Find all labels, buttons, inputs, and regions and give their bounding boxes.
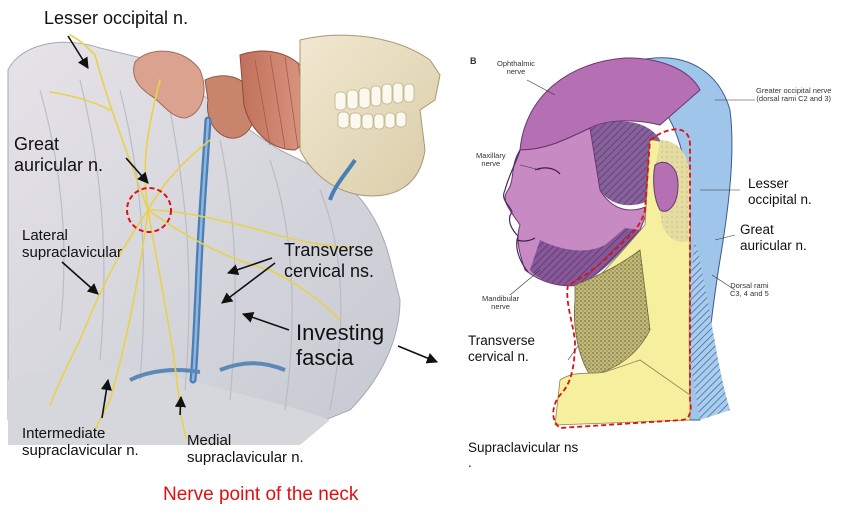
label-right-great-line1: Great (740, 222, 774, 237)
label-great-auricular-line2: auricular n. (14, 154, 104, 175)
label-intermediate-supraclavicular: Intermediate supraclavicular n. (22, 425, 139, 460)
label-maxillary-nerve: Maxillary nerve (476, 151, 506, 169)
label-lesser-occipital: Lesser occipital n. (44, 8, 189, 28)
label-medial-line1: Medial (187, 432, 232, 449)
label-greater-occipital-line1: Greater occipital nerve (756, 86, 832, 95)
panel-letter: B (470, 56, 477, 66)
label-transverse-cervical-ns: Transverse cervical ns. (284, 240, 374, 281)
label-mandibular-line1: Mandibular (482, 294, 520, 303)
label-great-auricular: Great auricular n. (14, 134, 103, 175)
label-right-transverse-cervical: Transverse cervical n. (468, 333, 535, 364)
label-dorsal-line2: C3, 4 and 5 (730, 289, 769, 299)
label-medial-line2: supraclavicular n. (187, 449, 304, 467)
label-right-lesser-line2: occipital n. (748, 191, 812, 207)
label-right-great-line2: auricular n. (740, 237, 807, 253)
label-investing-fascia: Investing fascia (296, 320, 384, 371)
label-supraclavicular-dot: . (468, 455, 472, 470)
label-right-transverse-line2: cervical n. (468, 348, 529, 364)
label-investing-line2: fascia (296, 345, 354, 371)
label-intermediate-line1: Intermediate (22, 425, 106, 442)
neck-dissection-illustration (7, 34, 441, 445)
label-right-transverse-line1: Transverse (468, 333, 536, 348)
right-leader-lines (509, 79, 755, 361)
label-ophthalmic-line1: Ophthalmic (497, 59, 535, 68)
label-greater-occipital-line2: (dorsal rami C2 and 3) (756, 94, 832, 104)
label-maxillary-line2: nerve (481, 159, 501, 169)
label-right-lesser-occipital: Lesser occipital n. (748, 176, 812, 207)
figure-title: Nerve point of the neck (163, 484, 359, 505)
label-medial-supraclavicular: Medial supraclavicular n. (187, 432, 304, 467)
label-right-lesser-line1: Lesser (748, 176, 789, 191)
label-great-auricular-line1: Great (14, 134, 60, 154)
label-maxillary-line1: Maxillary (476, 151, 506, 160)
dermatome-head-illustration (503, 57, 733, 429)
label-mandibular-line2: nerve (491, 302, 510, 312)
nerve-point-circle (126, 187, 172, 233)
label-arrows (61, 35, 439, 419)
label-ophthalmic-line2: nerve (506, 67, 526, 77)
label-right-great-auricular: Great auricular n. (740, 222, 807, 253)
label-dorsal-line1: Dorsal rami (730, 281, 769, 290)
cervical-plexus-outline (552, 128, 692, 429)
label-transverse-line2: cervical ns. (284, 260, 375, 281)
label-supraclavicular-ns: Supraclavicular ns (468, 440, 579, 455)
label-dorsal-rami: Dorsal rami C3, 4 and 5 (730, 281, 769, 299)
label-lateral-line2: supraclavicular (22, 244, 123, 262)
label-lateral-supraclavicular: Lateral supraclavicular (22, 227, 122, 262)
label-ophthalmic-nerve: Ophthalmic nerve (497, 59, 535, 77)
label-intermediate-line2: supraclavicular n. (22, 442, 139, 460)
label-investing-line1: Investing (296, 320, 385, 345)
label-mandibular-nerve: Mandibular nerve (482, 294, 520, 312)
label-lateral-line1: Lateral (22, 227, 68, 244)
label-transverse-line1: Transverse (284, 240, 374, 260)
label-greater-occipital-nerve: Greater occipital nerve (dorsal rami C2 … (756, 86, 832, 104)
